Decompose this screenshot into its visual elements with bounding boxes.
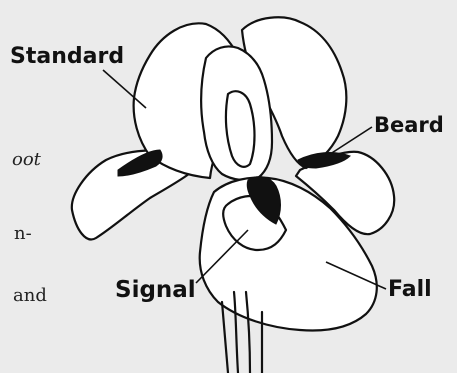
label-beard: Beard <box>374 115 444 136</box>
label-fall: Fall <box>388 279 432 301</box>
label-standard: Standard <box>10 46 124 68</box>
stem <box>222 302 228 373</box>
label-signal: Signal <box>115 279 196 302</box>
